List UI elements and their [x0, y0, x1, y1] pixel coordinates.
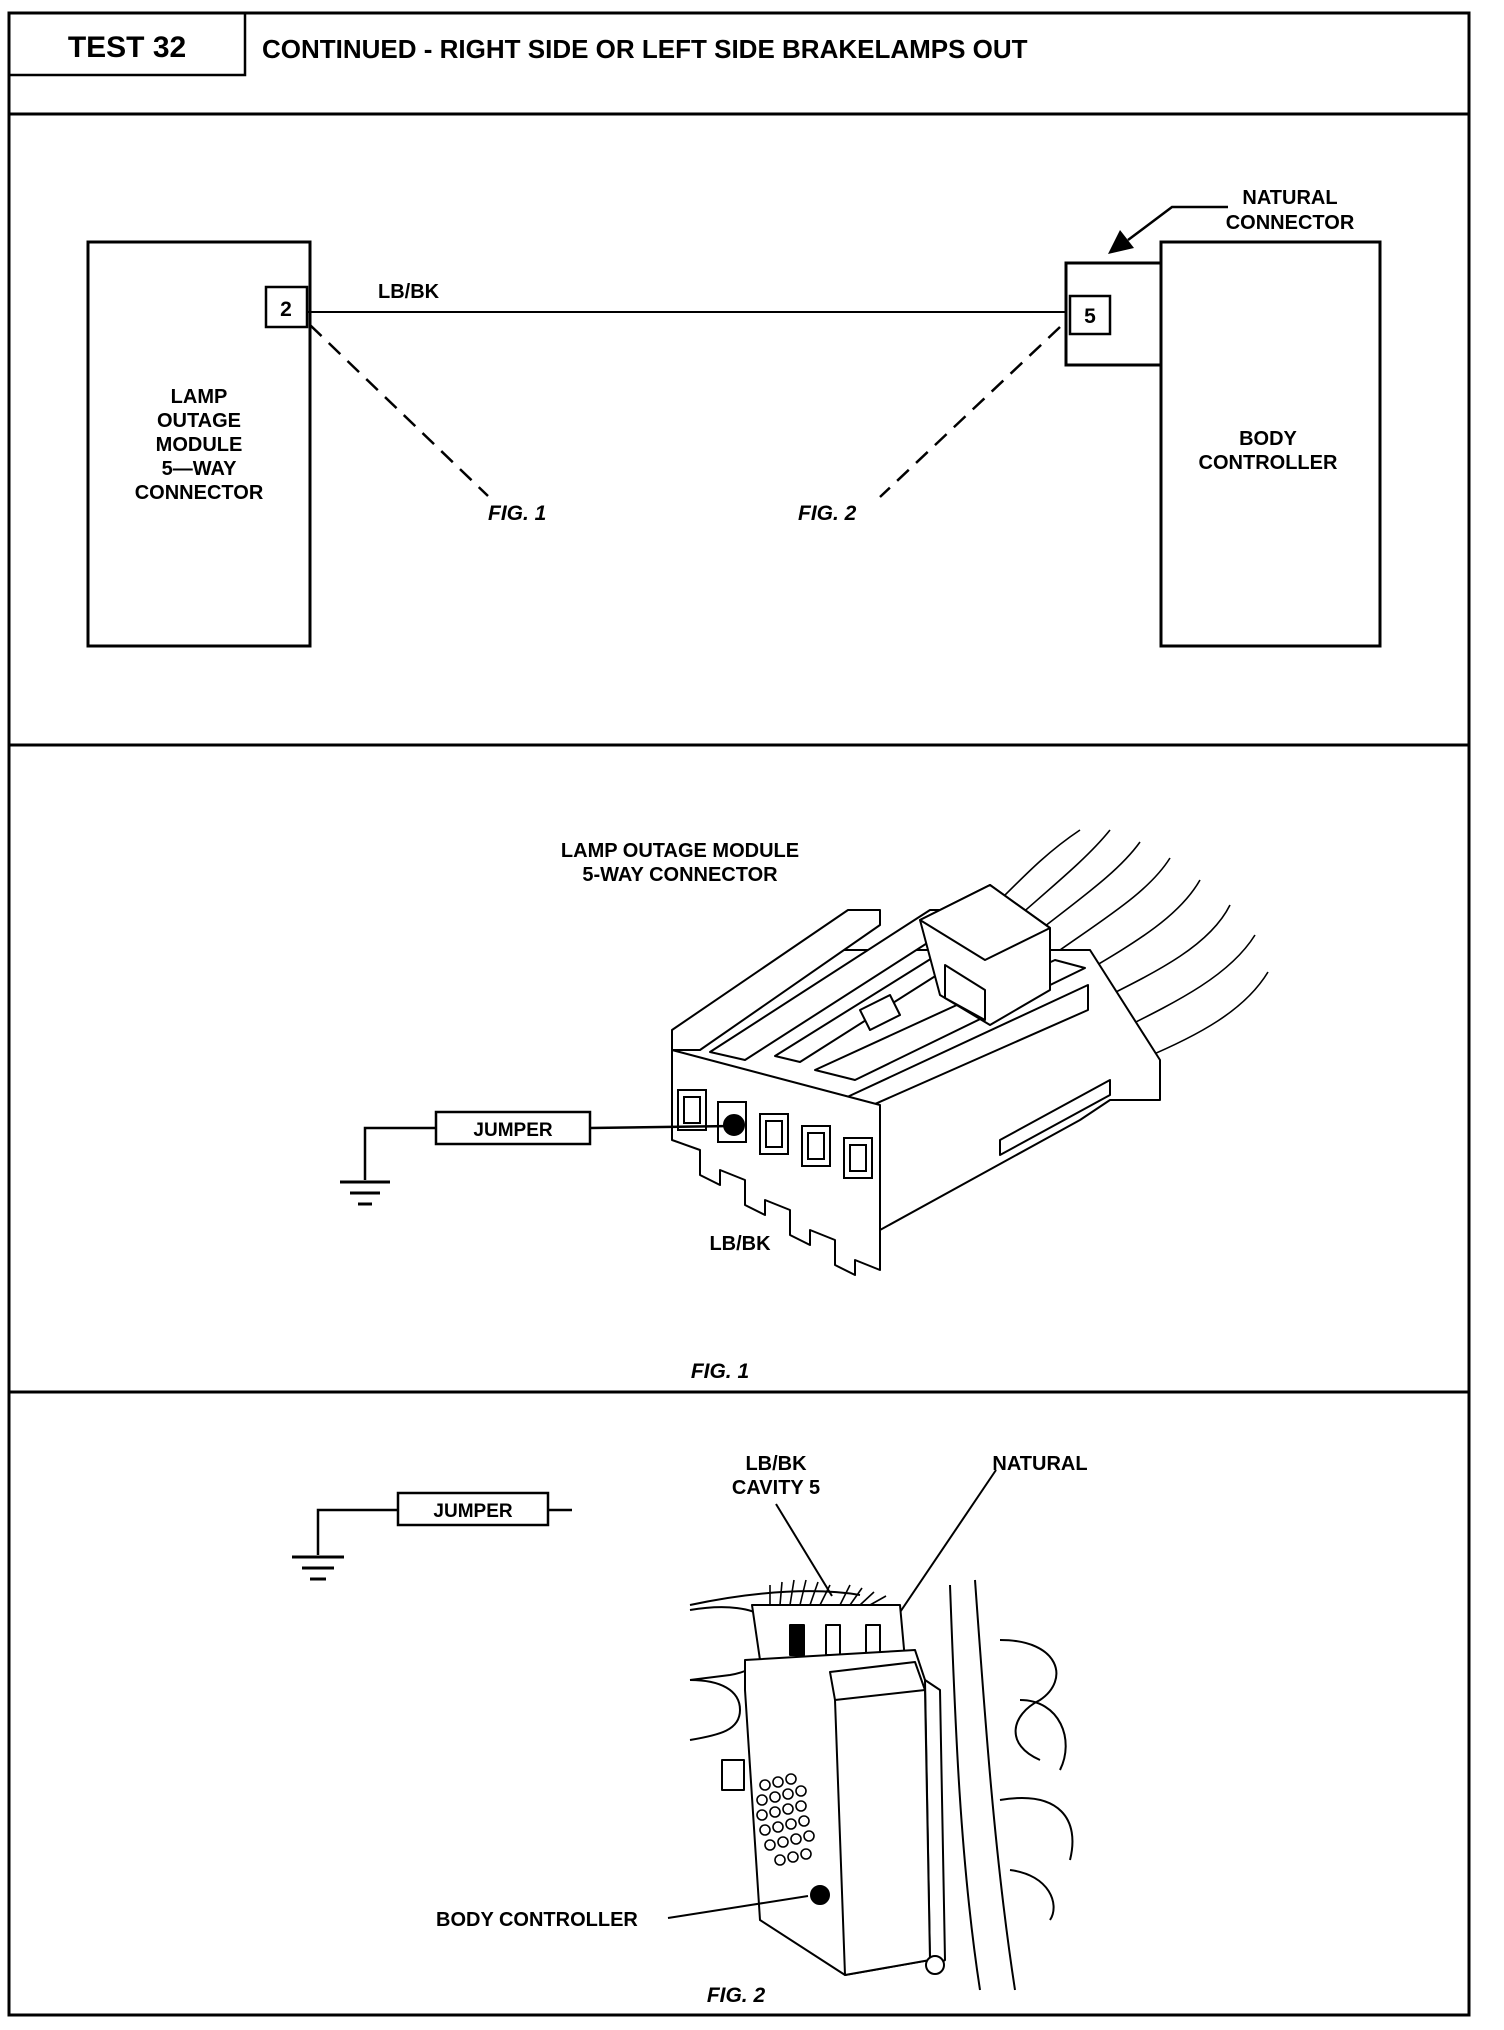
fig1-wire-label: LB/BK [709, 1233, 771, 1255]
fig1-ground-icon [340, 1180, 390, 1206]
cavity-label-line-1: LB/BK [745, 1453, 807, 1475]
fig1-leader [309, 324, 489, 497]
fig1-title-line-1: LAMP OUTAGE MODULE [561, 840, 799, 862]
left-box-line-4: 5—WAY [162, 458, 238, 480]
fig2-ref: FIG. 2 [798, 502, 857, 525]
right-box-line-1: BODY [1239, 428, 1297, 450]
fig1-jumper-box [434, 1110, 592, 1146]
left-box-line-5: CONNECTOR [135, 482, 264, 504]
fig1-jumper-label: JUMPER [473, 1120, 552, 1141]
natural-leader [887, 1469, 997, 1631]
header-title: CONTINUED - RIGHT SIDE OR LEFT SIDE BRAK… [262, 34, 1028, 64]
fig2-ground-icon [292, 1555, 344, 1581]
lamp-outage-module-box [86, 240, 312, 648]
fig1-caption: FIG. 1 [691, 1360, 749, 1383]
fig2-ground-wire [316, 1508, 398, 1555]
right-box-line-2: CONTROLLER [1199, 452, 1338, 474]
pin-2-label: 2 [280, 298, 292, 321]
body-controller-leader [667, 1895, 809, 1919]
fig2-leader [879, 326, 1061, 498]
natural-callout-line-2: CONNECTOR [1226, 212, 1355, 234]
vent-holes [756, 1773, 815, 1866]
connector-cavities [677, 1089, 873, 1179]
fig1-jumper-wire [589, 1124, 733, 1130]
wire-label: LB/BK [378, 281, 440, 303]
schematic: 2 LAMP OUTAGE MODULE 5—WAY CONNECTOR LB/… [86, 187, 1382, 648]
left-box-line-3: MODULE [156, 434, 243, 456]
fig1-ref: FIG. 1 [488, 502, 546, 525]
body-controller-box [1159, 240, 1382, 648]
body-controller-label: BODY CONTROLLER [436, 1909, 638, 1931]
five-way-connector [671, 884, 1161, 1276]
natural-callout-arrowhead [1108, 230, 1134, 254]
body-controller-mark [810, 1885, 830, 1905]
natural-callout-line-1: NATURAL [1242, 187, 1337, 209]
wire-harness [999, 829, 1269, 1061]
cavity-label-line-2: CAVITY 5 [732, 1477, 820, 1499]
fig1-title-line-2: 5-WAY CONNECTOR [582, 864, 778, 886]
figure-1: LAMP OUTAGE MODULE 5-WAY CONNECTOR [340, 829, 1269, 1383]
cavity-leader [775, 1503, 833, 1597]
natural-callout-leader [1127, 205, 1228, 241]
outer-frame [7, 11, 1471, 2017]
body-controller-illustration [689, 1579, 1074, 1991]
pin-5-label: 5 [1084, 305, 1096, 328]
fig2-caption: FIG. 2 [707, 1984, 766, 2007]
fig2-jumper-label: JUMPER [433, 1501, 512, 1522]
pin-5-box [1068, 294, 1112, 336]
pin-2-box [264, 285, 309, 329]
left-box-line-1: LAMP [171, 386, 228, 408]
fig1-ground-wire [363, 1126, 436, 1180]
vehicle-structure [689, 1590, 861, 1606]
natural-label: NATURAL [992, 1453, 1087, 1475]
test-label: TEST 32 [68, 31, 186, 64]
figure-2: JUMPER LB/BK CAVITY 5 NATURAL [292, 1453, 1088, 2007]
test-label-box [7, 11, 247, 77]
left-box-line-2: OUTAGE [157, 410, 241, 432]
